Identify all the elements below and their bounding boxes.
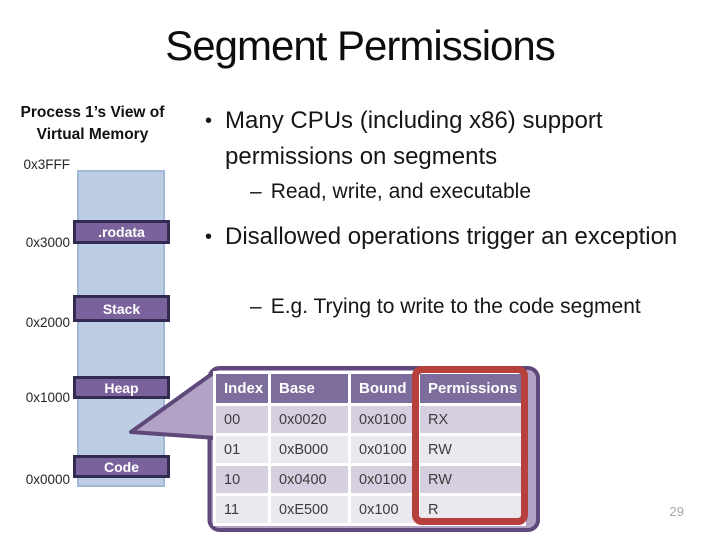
segment-table: Index Base Bound Permissions 00 0x0020 0… [213, 371, 526, 526]
segment-band-label: Code [104, 458, 139, 475]
table-cell-permissions: RX [420, 406, 523, 433]
segment-band-label: Stack [102, 300, 141, 317]
address-label-0x3000: 0x3000 [25, 235, 70, 250]
table-header-index: Index [216, 374, 268, 403]
subbullet-text: E.g. Trying to write to the code segment [270, 295, 641, 318]
bullet-icon: • [205, 110, 213, 132]
table-cell-permissions: RW [420, 466, 523, 493]
table-cell-bound: 0x0100 [351, 466, 417, 493]
table-cell-base: 0xB000 [271, 436, 348, 463]
table-cell-bound: 0x100 [351, 496, 417, 523]
table-cell-index: 00 [216, 406, 268, 433]
bullet-item-exception: • Disallowed operations trigger an excep… [205, 219, 685, 255]
address-label-0x3fff: 0x3FFF [23, 157, 70, 172]
table-cell-permissions: R [420, 496, 523, 523]
segment-band-label: .rodata [98, 224, 145, 240]
subbullet-item-write-code: – E.g. Trying to write to the code segme… [250, 294, 641, 320]
dash-icon: – [250, 295, 262, 318]
subbullet-text: Read, write, and executable [270, 180, 532, 203]
segment-band-label: Heap [104, 379, 139, 396]
dash-icon: – [250, 180, 262, 203]
subbullet-item-rwx: – Read, write, and executable [250, 179, 531, 205]
table-cell-bound: 0x0100 [351, 436, 417, 463]
address-label-0x2000: 0x2000 [25, 315, 70, 330]
bullet-item-cpu-support: • Many CPUs (including x86) support perm… [205, 103, 685, 175]
address-label-0x0000: 0x0000 [25, 472, 70, 487]
bullet-icon: • [205, 226, 213, 248]
table-cell-base: 0x0400 [271, 466, 348, 493]
address-label-0x1000: 0x1000 [25, 390, 70, 405]
table-cell-index: 01 [216, 436, 268, 463]
table-cell-bound: 0x0100 [351, 406, 417, 433]
table-cell-index: 11 [216, 496, 268, 523]
table-cell-base: 0x0020 [271, 406, 348, 433]
table-cell-index: 10 [216, 466, 268, 493]
segment-band-stack: Stack [73, 295, 170, 322]
table-cell-base: 0xE500 [271, 496, 348, 523]
slide-title: Segment Permissions [165, 22, 556, 69]
table-header-permissions: Permissions [420, 374, 523, 403]
segment-band-code: Code [73, 455, 170, 478]
bullet-text: Many CPUs (including x86) support permis… [225, 107, 603, 170]
segment-band-rodata: .rodata [73, 220, 170, 244]
table-header-base: Base [271, 374, 348, 403]
segment-band-heap: Heap [73, 376, 170, 399]
memory-diagram-heading: Process 1’s View of Virtual Memory [20, 104, 165, 143]
page-number: 29 [669, 504, 684, 519]
virtual-memory-column [77, 170, 165, 487]
table-header-bound: Bound [351, 374, 417, 403]
table-cell-permissions: RW [420, 436, 523, 463]
bullet-text: Disallowed operations trigger an excepti… [225, 223, 678, 250]
